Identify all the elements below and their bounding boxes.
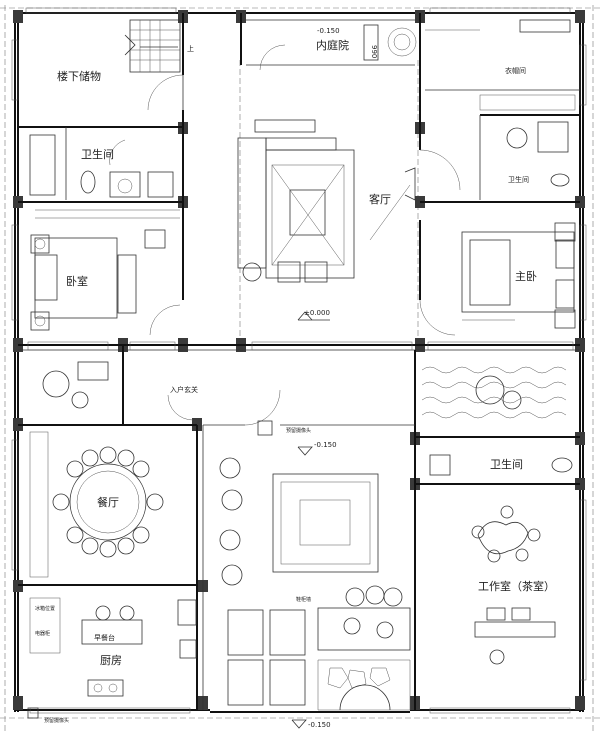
courtyard-label: 内庭院	[316, 38, 349, 52]
bath-left-label: 卫生间	[81, 147, 114, 161]
kitchen-furniture: 冰箱位置 电器柜 早餐台 厨房	[29, 597, 197, 697]
bedroom-label: 卧室	[66, 274, 88, 288]
courtyard-level: -0.150	[317, 27, 340, 35]
master-bedroom-label: 主卧	[515, 270, 537, 283]
camera-bottom-label: 预留摄像头	[44, 717, 69, 724]
entrance-label: 入户玄关	[170, 385, 198, 394]
right-bath-fixtures: 卫生间	[429, 454, 573, 476]
hall-furniture: 鞋柜墙	[219, 457, 379, 706]
master-bedroom-furniture: 主卧	[461, 222, 576, 329]
shoe-cabinet-label: 鞋柜墙	[296, 596, 311, 603]
bath-right-label: 卫生间	[490, 457, 523, 471]
interior-walls	[18, 13, 580, 710]
entrance: 入户玄关 预留摄像头 -0.150	[170, 385, 337, 456]
dining-furniture: 餐厅	[29, 431, 164, 578]
breakfast-label: 早餐台	[94, 633, 115, 642]
kitchen-tag-1: 冰箱位置	[35, 605, 55, 612]
courtyard: 内庭院 -0.150 990	[316, 24, 417, 61]
stair-up-label: 上	[187, 44, 194, 53]
dimension-990: 990	[370, 45, 378, 58]
left-bath-fixtures: 卫生间	[29, 134, 174, 198]
bath-master-label: 卫生间	[508, 175, 529, 184]
living-furniture: 客厅 ±0.000	[237, 119, 416, 321]
kitchen-label: 厨房	[100, 654, 122, 667]
kitchen-tag-2: 电器柜	[35, 630, 50, 637]
study-furniture: 工作室（茶室）	[471, 505, 556, 665]
bottom-annotations: 预留摄像头 -0.150	[27, 707, 331, 729]
ground-level: ±0.000	[304, 309, 330, 317]
master-bath-fixtures: 衣帽间 卫生间	[425, 19, 576, 187]
cloakroom-label: 衣帽间	[505, 66, 526, 75]
storage-label: 楼下储物	[57, 69, 101, 83]
garden-water	[42, 361, 567, 419]
bedroom-furniture: 卧室	[30, 209, 180, 331]
doors	[109, 44, 461, 426]
study-label: 工作室（茶室）	[478, 579, 555, 593]
dining-label: 餐厅	[97, 495, 119, 509]
entry-level: -0.150	[314, 441, 337, 449]
windows	[11, 7, 587, 714]
living-label: 客厅	[369, 192, 391, 206]
staircase: 上	[124, 19, 194, 73]
camera-top-label: 预留摄像头	[286, 427, 311, 434]
tea-corner	[317, 585, 411, 711]
bottom-level: -0.150	[308, 721, 331, 729]
